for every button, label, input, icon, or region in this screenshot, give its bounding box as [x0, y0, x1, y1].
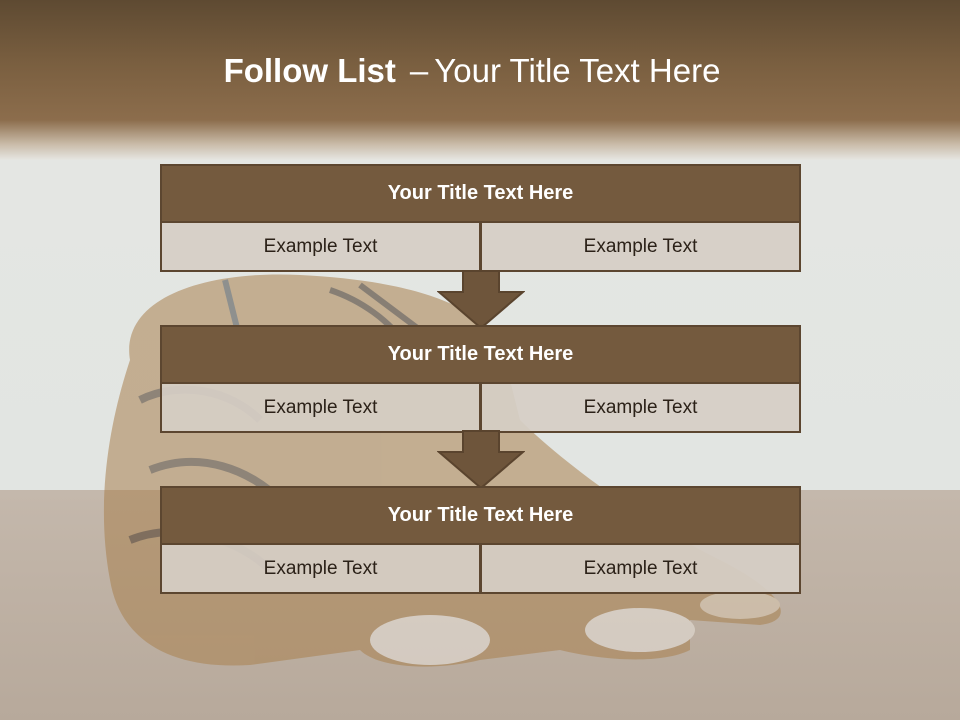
- down-arrow-icon: [437, 270, 525, 330]
- down-arrow-icon: [437, 430, 525, 490]
- step-2-right-cell: Example Text: [480, 382, 801, 433]
- slide-title-bold: Follow List: [223, 52, 396, 89]
- background-top-band: [0, 0, 960, 160]
- step-block-2: Your Title Text Here Example Text Exampl…: [160, 325, 801, 433]
- slide-title: Follow List–Your Title Text Here: [0, 52, 944, 90]
- step-3-right-cell: Example Text: [480, 543, 801, 594]
- slide-title-rest: Your Title Text Here: [434, 52, 721, 89]
- step-1-left-cell: Example Text: [160, 221, 481, 272]
- step-1-header: Your Title Text Here: [160, 164, 801, 223]
- step-2-left-cell: Example Text: [160, 382, 481, 433]
- step-3-left-cell: Example Text: [160, 543, 481, 594]
- step-block-3: Your Title Text Here Example Text Exampl…: [160, 486, 801, 594]
- step-3-header: Your Title Text Here: [160, 486, 801, 545]
- step-2-header: Your Title Text Here: [160, 325, 801, 384]
- step-1-right-cell: Example Text: [480, 221, 801, 272]
- slide-title-dash: –: [409, 52, 429, 89]
- step-block-1: Your Title Text Here Example Text Exampl…: [160, 164, 801, 272]
